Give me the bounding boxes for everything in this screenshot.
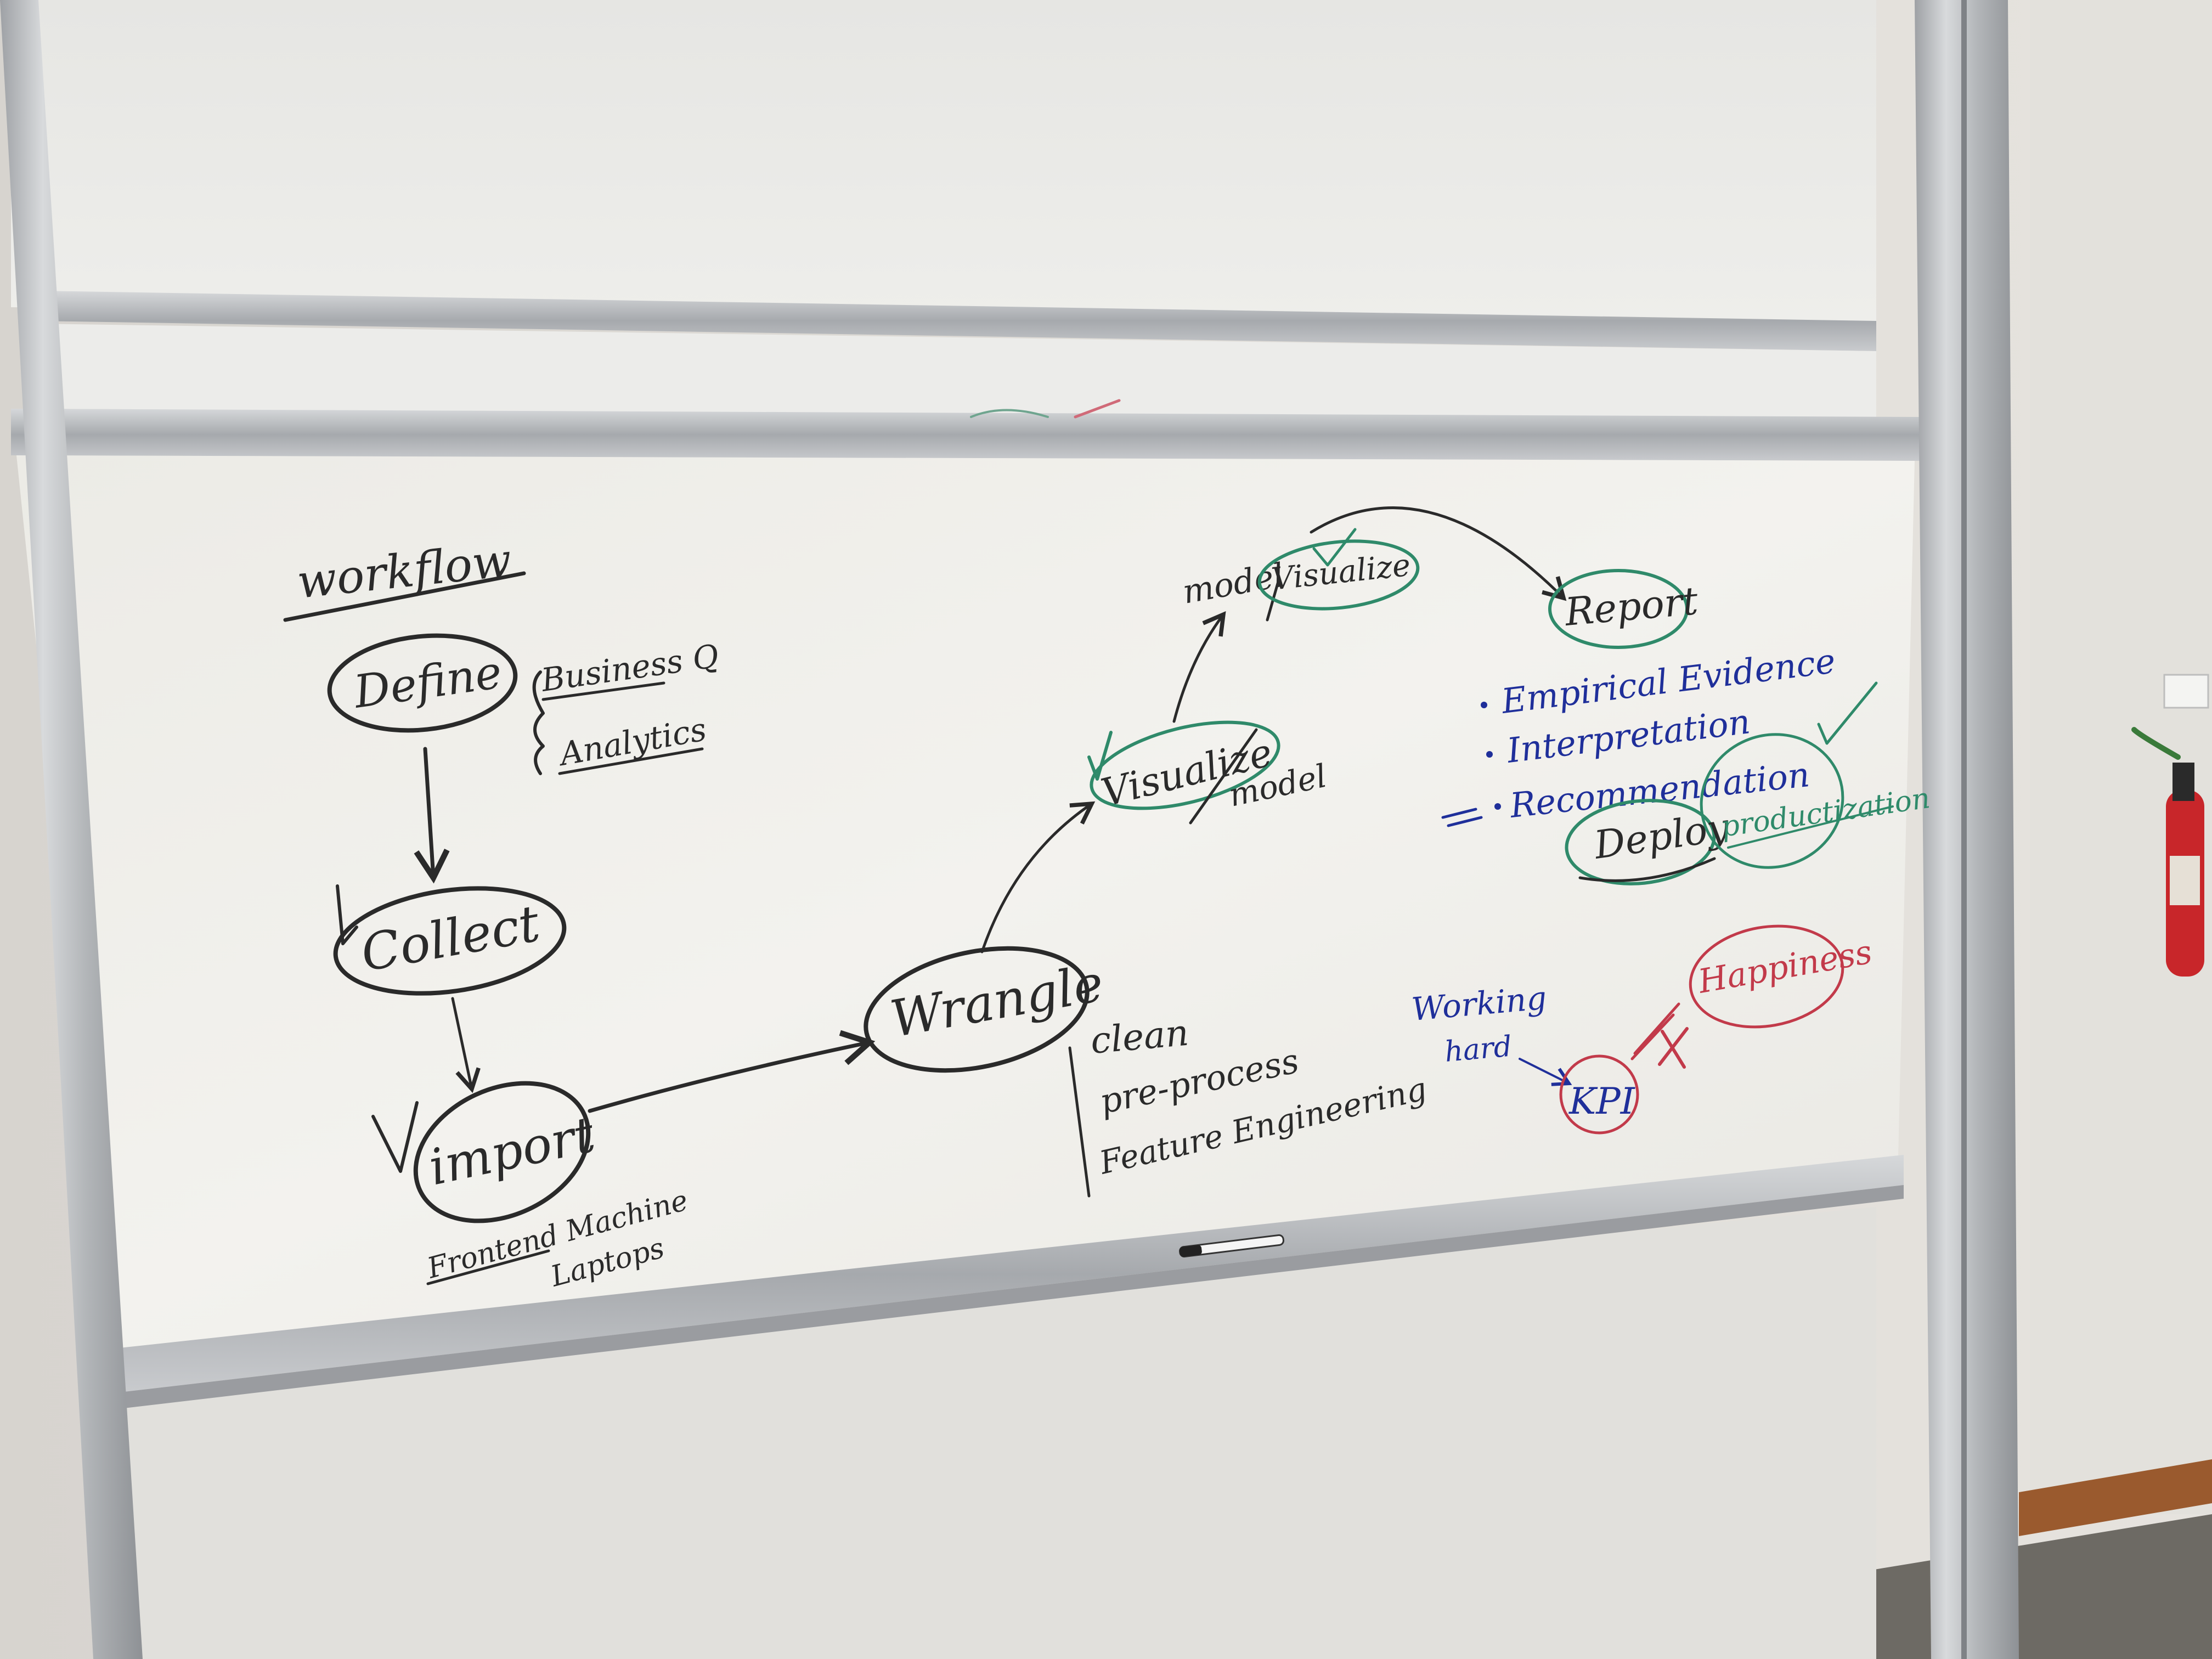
kpi-hard: hard — [1443, 1030, 1513, 1068]
model-visualize-circle — [1257, 539, 1420, 611]
kpi-circle — [1559, 1054, 1639, 1135]
visualize-slash — [1189, 728, 1258, 825]
board-top-rail — [11, 409, 1920, 461]
left-post — [0, 0, 143, 1659]
deploy-underline — [1578, 857, 1716, 882]
wall-notice — [2163, 674, 2209, 709]
skirting-board-right — [2019, 1459, 2212, 1536]
board-tray — [104, 1155, 1904, 1393]
happiness-circle — [1689, 924, 1844, 1029]
upper-rail — [38, 291, 1876, 351]
arrow-import-wrangle — [588, 1030, 876, 1113]
faint-mark-green — [970, 409, 1049, 418]
arrow-visualize-model — [1172, 611, 1226, 723]
wrangle-note-clean: clean — [1089, 1012, 1190, 1062]
analytics-underline — [558, 747, 704, 775]
title-underline — [283, 571, 526, 622]
kpi-label: KPI — [1568, 1080, 1636, 1122]
main-board — [16, 455, 1915, 1350]
report-arrow-recommendation — [1441, 808, 1483, 827]
wrangle-bracket — [1068, 1046, 1091, 1198]
arrow-working-kpi — [1519, 1058, 1572, 1086]
wrangle-circle — [864, 946, 1090, 1073]
upper-strip — [38, 324, 1876, 420]
report-bullet-1 — [1481, 702, 1487, 708]
right-wall — [2030, 0, 2212, 1514]
visualize-circle — [1090, 720, 1280, 810]
arrow-happiness-kpi — [1630, 1002, 1680, 1060]
define-circle — [327, 633, 518, 733]
upper-board — [11, 0, 1876, 324]
faint-mark-red — [1074, 399, 1121, 419]
check-collect — [336, 884, 358, 945]
arrow-to-report — [1310, 506, 1567, 601]
fire-extinguisher — [2131, 727, 2204, 977]
report-bullet-3 — [1494, 803, 1501, 810]
check-visualize — [1087, 731, 1113, 781]
define-brace — [532, 670, 545, 775]
arrow-define-collect — [414, 747, 450, 884]
happiness-cross — [1658, 1027, 1689, 1069]
report-circle — [1548, 569, 1689, 649]
check-model-visualize — [1312, 528, 1357, 567]
lower-panel — [110, 1207, 1876, 1659]
productization-underline — [1727, 805, 1894, 849]
right-post-groove — [1961, 0, 1967, 1659]
business-underline — [541, 681, 665, 701]
collect-circle — [333, 886, 567, 996]
board-tray-shadow — [110, 1185, 1904, 1410]
check-import — [371, 1101, 419, 1173]
floor — [933, 1514, 2212, 1659]
marker-pen[interactable] — [1179, 1234, 1284, 1258]
import-circle — [413, 1081, 591, 1223]
frontend-underline — [426, 1249, 550, 1285]
arrow-collect-import — [451, 997, 481, 1093]
arrow-wrangle-visualize — [980, 801, 1096, 953]
check-report — [1817, 681, 1878, 745]
deploy-circle — [1565, 799, 1716, 885]
productization-circle — [1700, 733, 1844, 869]
report-bullet-2 — [1486, 751, 1493, 758]
